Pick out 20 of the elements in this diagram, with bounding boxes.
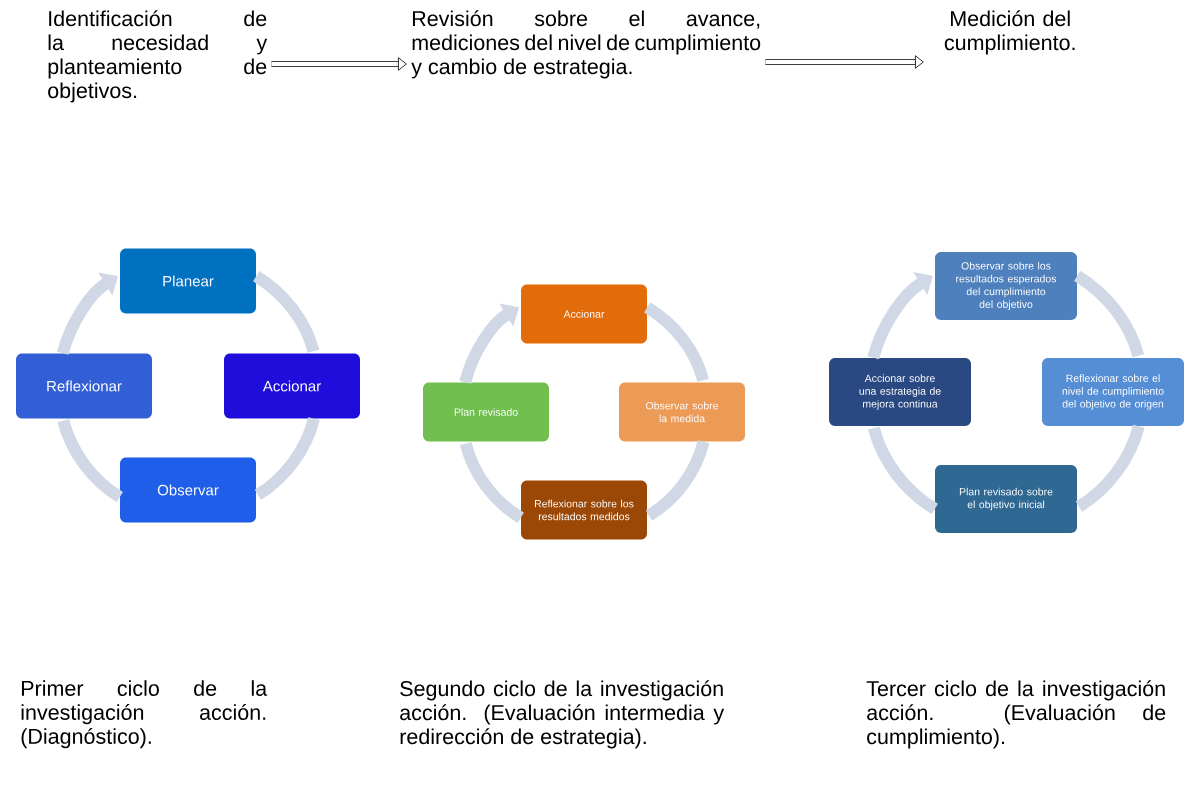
process-box: Plan revisado sobre el objetivo inicial: [935, 465, 1077, 533]
process-box: Reflexionar sobre los resultados medidos: [521, 480, 647, 540]
caption-text: Tercer ciclo de la investigación acción. (Evaluación de cumplimiento).: [866, 680, 1166, 749]
step-text: Identificación de la necesidad y planteamiento de objetivos.: [48, 10, 268, 103]
caption-text: Segundo ciclo de la investigación acción. (Evaluación intermedia y redirección de estrategia).: [400, 680, 725, 749]
double-arrow: [765, 55, 924, 69]
process-box: Plan revisado: [423, 382, 549, 442]
process-box: Reflexionar sobre el nivel de cumplimiento del objetivo de origen: [1042, 358, 1184, 426]
process-box: Planear: [120, 248, 256, 314]
step-text: Medición del cumplimiento.: [944, 10, 1075, 55]
process-box: Accionar: [521, 284, 647, 344]
process-box: Observar sobre la medida: [619, 382, 745, 442]
process-box: Accionar: [224, 353, 360, 419]
process-box: Reflexionar: [16, 353, 152, 419]
process-box: Accionar sobre una estrategia de mejora continua: [829, 358, 971, 426]
process-box: Observar sobre los resultados esperados del cumplimiento del objetivo: [935, 252, 1077, 320]
process-box: Observar: [120, 457, 256, 523]
caption-text: Primer ciclo de la investigación acción. (Diagnóstico).: [21, 680, 268, 749]
double-arrow: [271, 57, 407, 71]
step-text: Revisión sobre el avance, mediciones del nivel de cumplimiento y cambio de estrategia.: [411, 10, 761, 79]
